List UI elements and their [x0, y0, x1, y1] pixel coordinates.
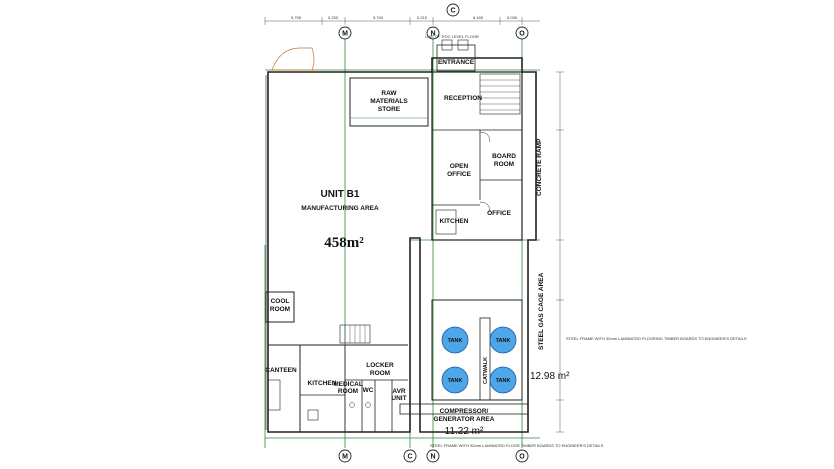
svg-text:ROOM: ROOM [494, 161, 514, 168]
bottom-marker: C [403, 449, 417, 463]
entrance-note: LINE OF POC LEVEL FLOOR [425, 34, 479, 39]
open-office-label: OPEN [450, 163, 469, 170]
svg-text:RAW: RAW [381, 90, 397, 97]
side-note: STEEL FRAME WITH 32mm LAMINATED FLOORING… [566, 336, 747, 341]
kitchen-label: KITCHEN [440, 218, 469, 225]
entrance-area: ENTRANCE LINE OF POC LEVEL FLOOR [425, 34, 479, 72]
svg-text:OFFICE: OFFICE [447, 171, 471, 178]
reception-label: RECEPTION [444, 95, 482, 102]
dim-5: 6.165 [473, 15, 484, 20]
grid-bubble-top-m: M [338, 26, 352, 40]
office-label: OFFICE [487, 210, 511, 217]
manufacturing-area: UNIT B1 MANUFACTURING AREA 458m² [301, 189, 379, 251]
tank-icon: TANK [441, 366, 469, 394]
svg-text:TANK: TANK [448, 378, 463, 384]
dim-2: 0.230 [328, 15, 339, 20]
tank-icon: TANK [489, 326, 517, 354]
svg-text:COOL: COOL [271, 298, 290, 305]
outer-walls [265, 57, 537, 433]
manufacturing-area-value: 458m² [324, 235, 364, 251]
grid-label: O [519, 31, 525, 38]
grid-label: M [342, 454, 348, 461]
gas-cage-area: TANK TANK TANK TANK CATWALK STEEL GAS CA… [431, 272, 570, 401]
amenities-block: CANTEEN KITCHEN MEDICAL ROOM WC LOCKER R… [265, 344, 408, 432]
kitchen-small-label: KITCHEN [308, 380, 337, 387]
unit-title: UNIT B1 [321, 189, 360, 200]
canteen-label: CANTEEN [265, 367, 297, 374]
grid-bubble-top-n: N [426, 26, 440, 40]
entrance-label: ENTRANCE [438, 59, 475, 66]
compressor-label: COMPRESSOR/ [440, 408, 489, 415]
svg-text:MATERIALS: MATERIALS [370, 98, 408, 105]
svg-text:TANK: TANK [496, 338, 511, 344]
grid-label: M [342, 31, 348, 38]
svg-text:C: C [407, 454, 412, 461]
concrete-ramp-label: CONCRETE RAMP [536, 138, 543, 196]
gas-cage-label: STEEL GAS CAGE AREA [538, 272, 545, 350]
stair-icon [479, 73, 521, 115]
locker-room-label: LOCKER [366, 362, 394, 369]
wc-label: WC [363, 387, 374, 394]
office-block: RECEPTION OPEN OFFICE BOARD ROOM OFFICE … [431, 71, 523, 241]
dim-6: 0.035 [507, 15, 518, 20]
grid-bubble-top-o: O [515, 26, 529, 40]
svg-text:ROOM: ROOM [338, 388, 358, 395]
tank-icon: TANK [441, 326, 469, 354]
roller-door-icon [271, 47, 316, 71]
svg-text:ROOM: ROOM [370, 370, 390, 377]
svg-text:UNIT: UNIT [391, 395, 406, 402]
svg-text:TANK: TANK [496, 378, 511, 384]
cool-room: COOL ROOM [265, 291, 295, 323]
stair-icon [339, 324, 371, 344]
medical-room-label: MEDICAL [333, 381, 363, 388]
svg-text:ROOM: ROOM [270, 306, 290, 313]
grid-label: N [430, 31, 435, 38]
compressor-area: COMPRESSOR/ GENERATOR AREA 11.22 m² [399, 403, 529, 437]
grid-label: O [519, 454, 525, 461]
tank-icon: TANK [489, 366, 517, 394]
grid-label: N [430, 454, 435, 461]
gas-cage-area-value: 12.98 m² [530, 371, 570, 382]
svg-text:TANK: TANK [448, 338, 463, 344]
dim-4: 0.215 [417, 15, 428, 20]
svg-text:STORE: STORE [378, 106, 401, 113]
board-room-label: BOARD [492, 153, 516, 160]
svg-text:C: C [450, 8, 455, 15]
right-dimensions [556, 71, 564, 433]
raw-materials-store: RAW MATERIALS STORE [349, 77, 429, 127]
catwalk-label: CATWALK [483, 357, 489, 384]
dim-1: 5.795 [291, 15, 302, 20]
avr-unit-label: AVR [392, 388, 406, 395]
top-dimensions: 5.795 0.230 5.740 0.215 6.165 0.035 [264, 15, 540, 25]
grid-bubble-bottom-n: N [426, 449, 440, 463]
manufacturing-label: MANUFACTURING AREA [301, 205, 379, 212]
grid-bubble-bottom-m: M [338, 449, 352, 463]
compressor-area-value: 11.22 m² [445, 426, 484, 437]
dim-3: 5.740 [373, 15, 384, 20]
grid-bubble-bottom-o: O [515, 449, 529, 463]
svg-text:GENERATOR AREA: GENERATOR AREA [434, 416, 495, 423]
north-marker: C [446, 3, 460, 17]
side-note: STEEL FRAME WITH 32mm LAMINATED FLOOR TI… [430, 443, 604, 448]
